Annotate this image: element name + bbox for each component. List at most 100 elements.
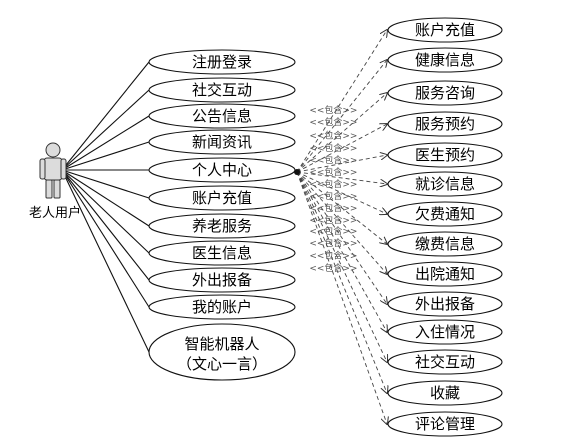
include-arrow-service-booking [296, 124, 387, 173]
use-case-sublabel: （文心一言） [177, 355, 267, 373]
included-use-case-visit-info[interactable]: 就诊信息 [387, 171, 503, 197]
use-case-ellipse [387, 171, 503, 197]
use-case-ellipse [387, 142, 503, 168]
included-use-case-check-in-status[interactable]: 入住情况 [387, 319, 503, 345]
use-case-doctor-info[interactable]: 医生信息 [148, 240, 296, 266]
association-lines [61, 61, 150, 353]
use-case-ellipse [387, 349, 503, 375]
include-arrow-outing-report [296, 171, 387, 304]
use-case-ellipse [148, 185, 296, 211]
use-case-smart-robot[interactable]: 智能机器人（文心一言） [148, 323, 296, 381]
included-use-case-service-booking[interactable]: 服务预约 [387, 111, 503, 137]
use-case-label: 社交互动 [192, 81, 252, 99]
use-case-ellipse [387, 231, 503, 257]
include-relations: <<包含>><<包含>><<包含>><<包含>><<包含>><<包含>><<包含… [296, 30, 387, 424]
included-use-case-favorites[interactable]: 收藏 [387, 380, 503, 406]
use-case-account-recharge[interactable]: 账户充值 [148, 185, 296, 211]
use-case-ellipse [148, 103, 296, 129]
use-case-label: 评论管理 [415, 415, 475, 433]
use-case-label: 服务预约 [415, 115, 475, 133]
use-case-label: 外出报备 [415, 295, 475, 313]
use-case-announcements[interactable]: 公告信息 [148, 103, 296, 129]
include-stereotype-label: <<包含>> [309, 142, 357, 154]
use-case-label: 社交互动 [415, 353, 475, 371]
use-case-label: 注册登录 [192, 53, 252, 71]
use-case-label: 账户充值 [192, 189, 252, 207]
association-line-elderly-care-service [61, 169, 150, 227]
include-arrow-account-recharge [296, 30, 387, 173]
include-origin-dot [294, 169, 300, 175]
included-use-case-comment-management[interactable]: 评论管理 [387, 411, 503, 437]
use-case-ellipse [148, 77, 296, 103]
included-use-case-discharge-notice[interactable]: 出院通知 [387, 261, 503, 287]
use-case-ellipse [148, 129, 296, 155]
use-case-my-account[interactable]: 我的账户 [148, 294, 296, 320]
use-case-label: 个人中心 [192, 161, 252, 179]
actor-label: 老人用户 [29, 205, 81, 221]
included-use-cases: 账户充值健康信息服务咨询服务预约医生预约就诊信息欠费通知缴费信息出院通知外出报备… [294, 17, 503, 437]
actor-elderly-user: 老人用户 [29, 142, 81, 221]
use-case-ellipse [148, 294, 296, 320]
use-case-ellipse [387, 47, 503, 73]
use-case-ellipse [387, 261, 503, 287]
use-case-ellipse [148, 213, 296, 239]
association-line-register-login [61, 61, 150, 171]
association-line-news [61, 141, 150, 171]
association-line-announcements [61, 115, 150, 171]
use-case-ellipse [148, 49, 296, 75]
included-use-case-account-recharge[interactable]: 账户充值 [387, 17, 503, 43]
include-arrow-social-interaction [296, 171, 387, 362]
use-case-label: 医生预约 [415, 146, 475, 164]
included-use-case-payment-info[interactable]: 缴费信息 [387, 231, 503, 257]
include-arrow-comment-management [296, 171, 387, 424]
included-use-case-health-info[interactable]: 健康信息 [387, 47, 503, 73]
include-stereotype-label: <<包含>> [309, 190, 357, 202]
included-use-case-outing-report[interactable]: 外出报备 [387, 291, 503, 317]
use-case-personal-center[interactable]: 个人中心 [148, 157, 296, 183]
use-case-label: 我的账户 [192, 298, 252, 316]
use-case-label: 欠费通知 [415, 205, 475, 223]
use-case-label: 健康信息 [415, 51, 475, 69]
use-case-label: 新闻资讯 [192, 133, 252, 151]
use-case-label: 医生信息 [192, 244, 252, 262]
use-case-register-login[interactable]: 注册登录 [148, 49, 296, 75]
include-arrow-arrears-notice [296, 171, 387, 214]
include-stereotype-label: <<包含>> [309, 116, 357, 128]
included-use-case-arrears-notice[interactable]: 欠费通知 [387, 201, 503, 227]
use-case-news[interactable]: 新闻资讯 [148, 129, 296, 155]
use-case-social-interaction[interactable]: 社交互动 [148, 77, 296, 103]
use-case-elderly-care-service[interactable]: 养老服务 [148, 213, 296, 239]
include-arrow-discharge-notice [296, 171, 387, 274]
use-case-outing-report[interactable]: 外出报备 [148, 267, 296, 293]
include-arrow-doctor-booking [296, 155, 387, 173]
included-use-case-social-interaction[interactable]: 社交互动 [387, 349, 503, 375]
use-case-ellipse [387, 380, 503, 406]
use-case-ellipse [387, 291, 503, 317]
use-case-label: 养老服务 [192, 217, 252, 235]
include-arrow-visit-info [296, 171, 387, 184]
use-case-label: 缴费信息 [415, 235, 475, 253]
use-case-ellipse [387, 80, 503, 106]
include-stereotype-label: <<包含>> [309, 129, 357, 141]
use-case-label: 外出报备 [192, 271, 252, 289]
use-case-label: 服务咨询 [415, 84, 475, 102]
include-stereotype-label: <<包含>> [309, 202, 357, 214]
use-case-label: 公告信息 [192, 107, 252, 125]
use-case-ellipse [148, 240, 296, 266]
use-case-ellipse [387, 411, 503, 437]
use-case-ellipse [387, 319, 503, 345]
use-case-label: 收藏 [430, 384, 460, 402]
association-line-account-recharge [61, 169, 150, 199]
included-use-case-doctor-booking[interactable]: 医生预约 [387, 142, 503, 168]
association-line-doctor-info [61, 169, 150, 254]
include-stereotype-label: <<包含>> [309, 104, 357, 116]
include-arrow-health-info [296, 60, 387, 173]
use-case-ellipse [148, 267, 296, 293]
include-arrow-favorites [296, 171, 387, 393]
use-case-label: 账户充值 [415, 21, 475, 39]
included-use-case-service-consultation[interactable]: 服务咨询 [387, 80, 503, 106]
include-arrow-payment-info [296, 171, 387, 244]
include-stereotype-label: <<包含>> [309, 166, 357, 178]
use-case-ellipse [387, 201, 503, 227]
association-line-smart-robot [61, 169, 150, 353]
